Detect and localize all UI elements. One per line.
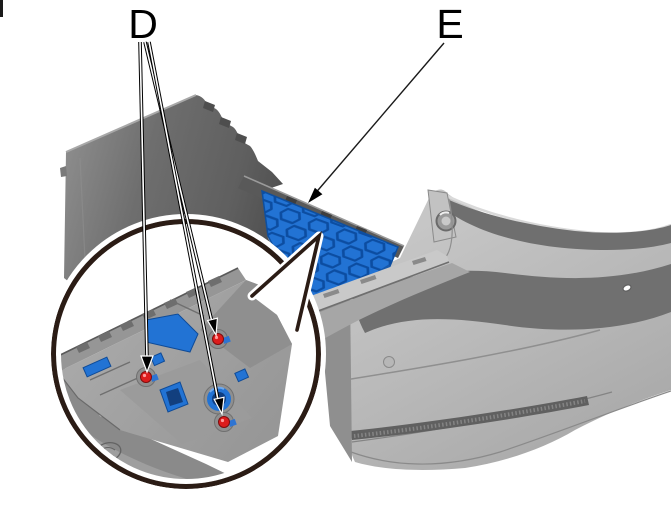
corner-mark: [0, 0, 3, 17]
blue-clip: [234, 368, 250, 383]
leader-line-d-core: [148, 41, 219, 401]
panel-tab: [235, 133, 247, 144]
fastener-pin: [222, 335, 231, 344]
fastener-glint: [214, 335, 219, 340]
cowl-bottom-edge: [350, 390, 671, 465]
bracket-hole-glint: [439, 211, 450, 216]
leader-line-e-group: [308, 42, 445, 203]
fastener-glint: [220, 418, 225, 423]
arrowhead-icon: [140, 355, 154, 374]
leader-line-e: [312, 42, 445, 197]
body-cowl: [333, 189, 671, 470]
detail-pointer-wedge: [247, 230, 324, 335]
panel-tab: [203, 101, 215, 112]
bracket-crease: [444, 198, 453, 259]
panel-top-highlight: [65, 94, 197, 153]
cowl-dimple: [383, 356, 395, 368]
part-label-e: E: [436, 1, 463, 47]
cowl-upper-shadow-band: [441, 199, 671, 251]
cowl-hole: [622, 284, 632, 292]
sill-rail: [297, 250, 450, 315]
part-label-d: D: [128, 1, 158, 47]
leader-line-d-core: [139, 41, 148, 359]
fastener-screw: [208, 329, 231, 349]
fasteners: [136, 329, 237, 432]
panel-tab: [219, 117, 231, 128]
cowl-crease: [344, 329, 601, 381]
blue-slot-inner: [166, 388, 183, 406]
fastener-pin: [150, 373, 159, 382]
detail-ring: [51, 219, 321, 489]
arrowhead-icon: [206, 317, 219, 337]
fastener-pin: [228, 418, 237, 427]
fastener-screw: [214, 412, 237, 432]
fastener-screw: [136, 367, 159, 387]
arrowhead-icon: [213, 396, 225, 416]
arrowhead-icon: [308, 187, 323, 203]
blue-clip: [150, 352, 166, 367]
leader-lines-d: [138, 41, 225, 416]
panel-stub: [60, 166, 67, 177]
fastener-glint: [142, 373, 147, 378]
side-panel-band: [310, 263, 470, 342]
vent-slot-texture: [353, 399, 586, 438]
blue-clip: [82, 356, 112, 378]
bracket-hole-center: [441, 216, 451, 226]
